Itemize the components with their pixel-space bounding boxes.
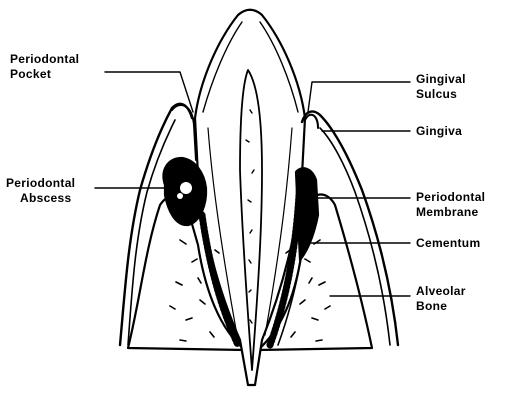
periodontal-pocket [172, 105, 196, 160]
leader-periodontal-pocket [105, 72, 193, 112]
label-periodontal-pocket: Periodontal Pocket [10, 52, 79, 82]
label-alveolar-bone: Alveolar Bone [416, 284, 466, 314]
label-gingival-sulcus: Gingival Sulcus [416, 72, 466, 102]
label-periodontal-abscess: Periodontal Abscess [6, 176, 75, 206]
label-periodontal-membrane: Periodontal Membrane [416, 190, 485, 220]
leader-gingival-sulcus [308, 82, 410, 112]
gingival-sulcus [305, 115, 318, 128]
label-cementum: Cementum [416, 236, 480, 251]
label-gingiva: Gingiva [416, 124, 462, 139]
